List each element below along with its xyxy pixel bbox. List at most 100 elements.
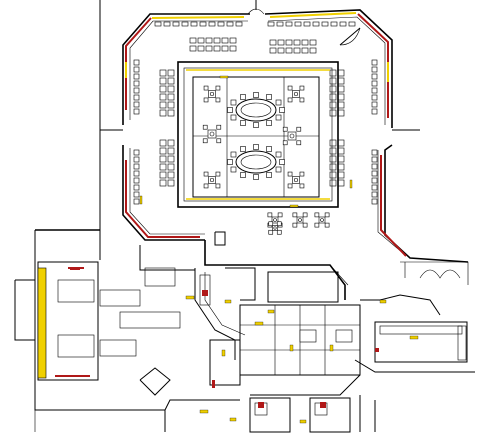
- seat: [159, 147, 167, 155]
- seat: [371, 184, 378, 191]
- seat: [371, 94, 378, 101]
- seat: [205, 37, 213, 44]
- seat: [294, 21, 302, 27]
- seat: [221, 37, 229, 44]
- seat: [167, 101, 175, 109]
- chair: [266, 94, 272, 100]
- seat: [167, 109, 175, 117]
- chair: [227, 107, 233, 113]
- fixture-marker: [202, 290, 208, 296]
- seat: [197, 37, 205, 44]
- seat: [167, 171, 175, 179]
- hall-lower-walls: [122, 144, 469, 263]
- fixture-marker: [229, 417, 237, 422]
- seat: [159, 69, 167, 77]
- table-set: [202, 124, 222, 144]
- seat: [337, 109, 345, 117]
- seat: [221, 45, 229, 52]
- chair: [240, 146, 246, 152]
- seat: [197, 45, 205, 52]
- fixture-marker: [320, 402, 326, 408]
- chair: [230, 166, 237, 173]
- seat: [371, 108, 378, 115]
- seat: [293, 47, 301, 54]
- right-wing: [354, 261, 475, 373]
- table-set: [203, 85, 221, 103]
- seat: [371, 87, 378, 94]
- seat: [133, 163, 140, 170]
- seat: [167, 163, 175, 171]
- seat: [133, 94, 140, 101]
- chair: [253, 174, 259, 180]
- table-set: [287, 85, 305, 103]
- seat: [159, 171, 167, 179]
- seat: [329, 155, 337, 163]
- seat: [208, 21, 216, 27]
- seat: [133, 80, 140, 87]
- restroom-block: [239, 304, 361, 396]
- seat: [167, 155, 175, 163]
- chair: [266, 146, 272, 152]
- seat: [339, 21, 347, 27]
- seat: [309, 47, 317, 54]
- table-set: [292, 212, 308, 228]
- fixture-marker: [70, 268, 80, 270]
- fixture-marker: [221, 349, 226, 357]
- seat: [133, 87, 140, 94]
- chair: [230, 99, 237, 106]
- kitchen-outer: [14, 229, 346, 432]
- table-set: [287, 171, 305, 189]
- seat: [133, 198, 140, 205]
- seat: [229, 45, 237, 52]
- seat: [167, 85, 175, 93]
- seat: [329, 171, 337, 179]
- table-set: [268, 221, 282, 235]
- seat: [159, 155, 167, 163]
- seat: [371, 59, 378, 66]
- chair: [253, 144, 259, 150]
- seat: [337, 179, 345, 187]
- seat: [190, 21, 198, 27]
- seat: [167, 139, 175, 147]
- banquet-table: [235, 150, 277, 174]
- seat: [133, 156, 140, 163]
- seat: [133, 108, 140, 115]
- chair: [279, 159, 285, 165]
- seat: [371, 66, 378, 73]
- seat: [329, 139, 337, 147]
- seat: [199, 21, 207, 27]
- table-set: [282, 126, 302, 146]
- fixture-marker: [409, 335, 419, 340]
- seat: [277, 47, 285, 54]
- fixture-marker: [289, 344, 294, 352]
- seat: [337, 163, 345, 171]
- seat: [159, 139, 167, 147]
- fixture-marker: [379, 299, 387, 304]
- seat: [337, 155, 345, 163]
- seat: [159, 109, 167, 117]
- seat: [133, 149, 140, 156]
- perimeter-seating: [133, 21, 378, 205]
- seat: [301, 47, 309, 54]
- table-sets: [202, 85, 330, 235]
- seat: [337, 69, 345, 77]
- seat: [337, 93, 345, 101]
- seat: [329, 93, 337, 101]
- chair: [275, 114, 282, 121]
- seat: [337, 139, 345, 147]
- seat: [172, 21, 180, 27]
- banquet-chairs: [227, 92, 285, 180]
- seat: [371, 149, 378, 156]
- seat: [267, 21, 275, 27]
- fixture-marker: [329, 344, 334, 352]
- seat: [337, 85, 345, 93]
- chair: [253, 92, 259, 98]
- chair: [275, 151, 282, 158]
- seat: [133, 59, 140, 66]
- seat: [189, 37, 197, 44]
- seat: [229, 37, 237, 44]
- seat: [133, 66, 140, 73]
- seat: [337, 171, 345, 179]
- seat: [167, 179, 175, 187]
- fixture-marker: [289, 204, 299, 208]
